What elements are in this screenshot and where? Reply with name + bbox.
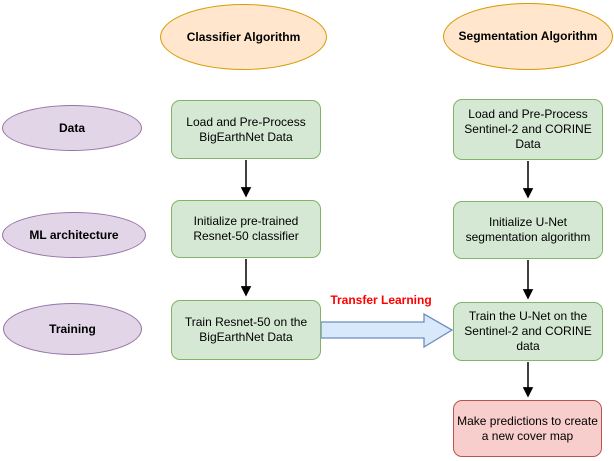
- step-line: Sentinel-2 and CORINE: [464, 122, 592, 136]
- step-line: Sentinel-2 and CORINE: [464, 324, 592, 338]
- step-line: Train Resnet-50 on the: [184, 315, 308, 329]
- step-line: BigEarthNet Data: [199, 129, 293, 144]
- step-line: Train the U-Net on the: [468, 309, 588, 323]
- step-line: BigEarthNet Data: [199, 330, 293, 344]
- step-segmentation-init-model: Initialize U-Net segmentation algorithm: [453, 201, 603, 259]
- step-line: Make predictions to create: [457, 413, 598, 428]
- header-ellipse-classifier: Classifier Algorithm: [160, 4, 327, 70]
- step-line: Resnet-50 classifier: [193, 229, 299, 243]
- step-classifier-train: Train Resnet-50 on the BigEarthNet Data: [171, 300, 321, 360]
- step-line: Initialize pre-trained: [193, 214, 299, 228]
- row-label-text: Data: [58, 120, 85, 135]
- step-classifier-init-model: Initialize pre-trained Resnet-50 classif…: [171, 200, 321, 258]
- row-label-text: ML architecture: [29, 227, 119, 242]
- header-label: Classifier Algorithm: [186, 29, 301, 44]
- step-segmentation-predict: Make predictions to create a new cover m…: [453, 400, 602, 457]
- step-segmentation-train: Train the U-Net on the Sentinel-2 and CO…: [453, 302, 603, 361]
- step-line: data: [516, 339, 540, 353]
- step-segmentation-load-data: Load and Pre-Process Sentinel-2 and CORI…: [453, 99, 603, 160]
- header-ellipse-segmentation: Segmentation Algorithm: [443, 3, 613, 70]
- transfer-learning-arrow: [320, 312, 454, 349]
- row-label-ml-architecture: ML architecture: [2, 212, 146, 258]
- row-label-text: Training: [49, 321, 96, 336]
- row-label-data: Data: [2, 105, 142, 151]
- step-line: segmentation algorithm: [465, 230, 591, 244]
- step-line: a new cover map: [481, 428, 574, 443]
- row-label-training: Training: [3, 303, 142, 355]
- step-line: Load and Pre-Process: [186, 114, 306, 129]
- step-line: Load and Pre-Process: [468, 107, 588, 121]
- header-label: Segmentation Algorithm: [458, 29, 598, 43]
- step-classifier-load-data: Load and Pre-Process BigEarthNet Data: [171, 100, 321, 159]
- step-line: Initialize U-Net: [488, 215, 568, 229]
- transfer-learning-label: Transfer Learning: [330, 293, 432, 307]
- step-line: Data: [515, 137, 541, 151]
